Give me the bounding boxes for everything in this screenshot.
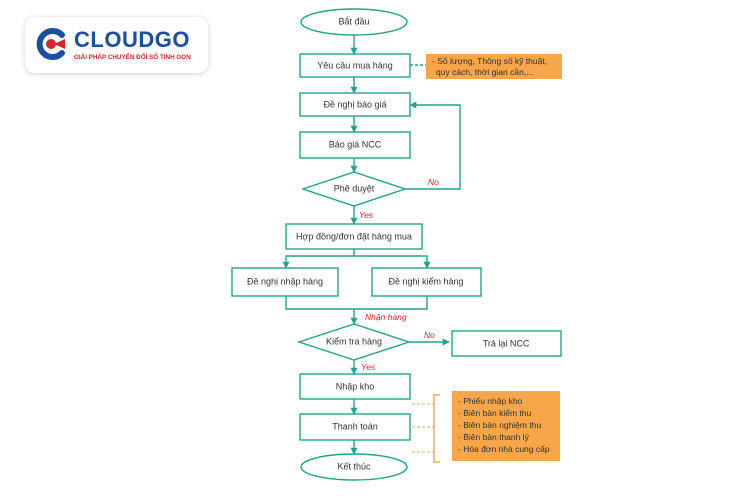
node-payment: Thanh toán [332,421,378,431]
node-inspection-request-shape [371,267,482,297]
node-return-supplier-shape [451,330,562,357]
brand-name: CLOUDGO [74,27,190,52]
edge-label-inspect-yes: Yes [361,362,376,372]
node-quote-request: Đề nghị báo giá [323,99,386,109]
node-start: Bắt đầu [338,16,369,26]
node-start-shape [300,8,408,36]
node-end-shape [300,453,408,481]
note-doc-line-5: - Hóa đơn nhà cung cấp [458,444,550,454]
edge-label-receive-goods: Nhận hàng [365,312,407,322]
node-payment-shape [299,413,411,441]
node-purchase-request-shape [299,53,411,78]
documents-bracket [433,394,440,463]
node-approval: Phê duyệt [334,183,375,193]
node-receipt-request: Đề nghị nhập hàng [247,276,323,286]
edge-label-approval-yes: Yes [359,210,374,220]
note-request-line-1: - Số lượng, Thông số kỹ thuật, [432,56,547,66]
note-request-line-2: quy cách, thời gian cần,... [436,67,533,77]
node-inspection-request: Đề nghị kiểm hàng [388,276,463,286]
node-receipt-request-shape [231,267,339,297]
edge-merge [285,296,428,310]
node-warehouse-entry-shape [299,373,411,400]
note-doc-line-3: - Biên bản nghiệm thu [458,420,541,430]
edge-label-approval-no: No [428,177,439,187]
cloudgo-logo-icon [36,28,65,60]
brand-logo: CLOUDGO GIẢI PHÁP CHUYỂN ĐỔI SỐ TINH GỌN [25,17,208,73]
edge-contract-receipt [282,249,355,269]
note-doc-line-1: - Phiếu nhập kho [458,396,523,406]
note-doc-line-4: - Biên bản thanh lý [458,432,530,442]
node-purchase-request: Yêu cầu mua hàng [317,60,393,70]
node-contract: Hợp đồng/đơn đặt hàng mua [296,231,412,241]
documents-dashed-links [412,403,434,453]
node-return-supplier: Trả lại NCC [483,338,530,348]
node-end: Kết thúc [337,461,371,471]
node-inspect-goods-shape [296,323,412,361]
node-supplier-quote: Báo giá NCC [329,139,382,149]
brand-tagline: GIẢI PHÁP CHUYỂN ĐỔI SỐ TINH GỌN [74,54,191,61]
connectors [282,35,461,455]
note-documents [452,391,560,461]
node-inspect-goods: Kiểm tra hàng [326,336,382,346]
node-contract-shape [285,223,423,250]
edge-label-inspect-no: No [424,330,435,340]
note-request-details [426,54,562,79]
edge-contract-inspection [354,255,431,269]
node-supplier-quote-shape [299,131,411,159]
node-warehouse-entry: Nhập kho [336,381,375,391]
node-approval-shape [300,171,408,207]
edge-approval-no [405,101,461,190]
note-doc-line-2: - Biên bản kiểm thu [458,408,532,418]
node-quote-request-shape [299,92,411,117]
